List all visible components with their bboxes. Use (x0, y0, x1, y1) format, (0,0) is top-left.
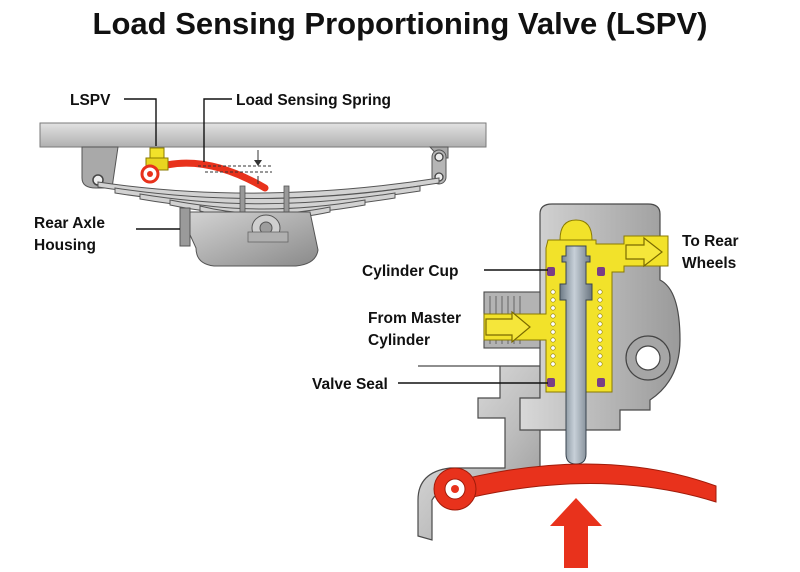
label-load-sensing-spring: Load Sensing Spring (236, 92, 391, 109)
vehicle-overview: LSPV Load Sensing Spring Rear Axle Housi… (34, 92, 487, 267)
chassis-frame (39, 122, 487, 148)
lspv-leader (124, 98, 157, 146)
label-from-master-line1: From Master (368, 310, 461, 327)
mounting-hole (635, 345, 661, 371)
valve-seal-left (547, 378, 555, 387)
upward-force-arrow (550, 498, 602, 568)
label-cylinder-cup: Cylinder Cup (362, 263, 458, 280)
diagram-title: Load Sensing Proportioning Valve (LSPV) (92, 6, 708, 41)
label-rear-axle-line2: Housing (34, 237, 96, 254)
inlet-flow-arrow (485, 310, 531, 344)
outlet-flow-arrow (625, 236, 663, 268)
label-to-rear-line2: Wheels (682, 255, 736, 272)
label-from-master-line2: Cylinder (368, 332, 430, 349)
load-sensing-spring-cutaway (451, 463, 717, 503)
cylinder-cup-left (547, 267, 555, 276)
coil-spring (550, 289, 603, 367)
label-to-rear-line1: To Rear (682, 233, 739, 250)
label-lspv: LSPV (70, 92, 111, 109)
spring-leader (203, 98, 232, 162)
valve-cutaway: Cylinder Cup To Rear Wheels From Master … (312, 203, 739, 568)
cylinder-cup-right (597, 267, 605, 276)
mounting-bracket (417, 365, 549, 541)
label-rear-axle-line1: Rear Axle (34, 215, 105, 232)
valve-seal-right (597, 378, 605, 387)
label-valve-seal: Valve Seal (312, 376, 388, 393)
